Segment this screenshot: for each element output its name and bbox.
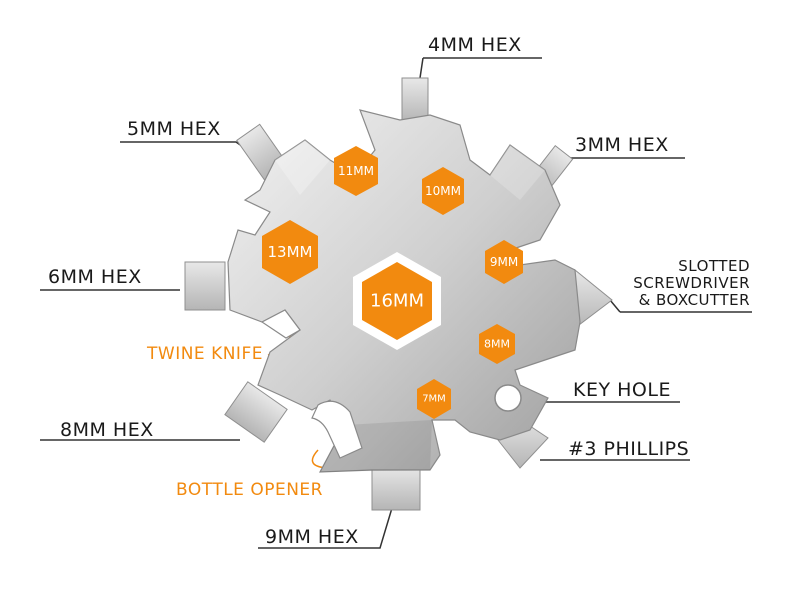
label-slotted-line2: SCREWDRIVER [633, 274, 750, 292]
hex-7mm-label: 7MM [422, 394, 446, 405]
label-key-hole: KEY HOLE [573, 379, 671, 401]
hex-9mm [485, 240, 523, 284]
hex-8mm [479, 324, 515, 364]
label-9mm-hex: 9MM HEX [265, 526, 359, 548]
hex-7mm [417, 379, 451, 419]
hex-8mm-label: 8MM [484, 338, 510, 351]
bit-9mm [371, 465, 421, 511]
bit-8mm [224, 381, 288, 443]
wrench-hexes: 16MM 13MM 11MM 10MM 9MM 8MM 7MM [262, 146, 523, 419]
hex-10mm [422, 167, 464, 215]
leader-lines [40, 57, 752, 549]
bit-slotted [574, 268, 613, 330]
label-8mm-hex: 8MM HEX [60, 419, 154, 441]
hex-11mm [334, 146, 378, 196]
label-phillips: #3 PHILLIPS [568, 438, 690, 460]
bit-6mm [184, 261, 226, 311]
label-5mm-hex: 5MM HEX [127, 118, 221, 140]
label-4mm-hex: 4MM HEX [428, 34, 522, 56]
hex-13mm-label: 13MM [268, 243, 313, 261]
label-6mm-hex: 6MM HEX [48, 266, 142, 288]
hex-16mm-label: 16MM [370, 291, 424, 312]
hex-11mm-label: 11MM [338, 164, 374, 178]
label-twine-knife: TWINE KNIFE [147, 344, 263, 364]
label-3mm-hex: 3MM HEX [575, 134, 669, 156]
label-slotted-line1: SLOTTED [678, 257, 750, 275]
hex-13mm [262, 220, 318, 284]
hex-10mm-label: 10MM [425, 184, 461, 198]
key-hole-opening [494, 384, 522, 412]
label-slotted-screwdriver: SLOTTED SCREWDRIVER & BOXCUTTER [620, 258, 750, 309]
hex-9mm-label: 9MM [490, 255, 518, 269]
label-slotted-line3: & BOXCUTTER [638, 291, 750, 309]
label-bottle-opener: BOTTLE OPENER [176, 480, 323, 500]
hex-16mm [362, 262, 432, 340]
